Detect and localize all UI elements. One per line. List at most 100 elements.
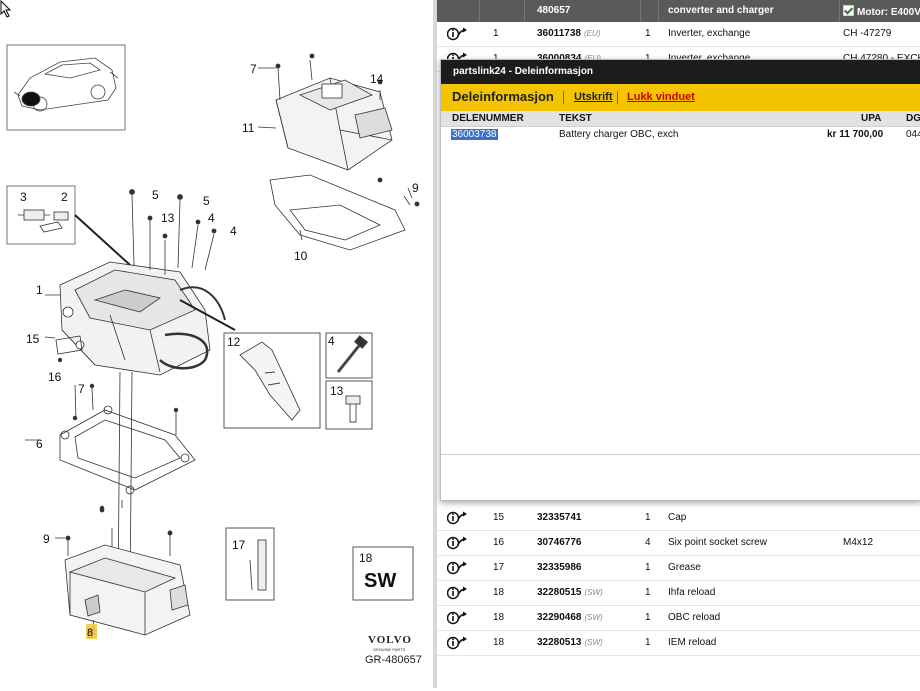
- table-row[interactable]: 16 30746776 4 Six point socket screw M4x…: [437, 531, 920, 556]
- row-description: Cap: [668, 512, 687, 523]
- row-description: Inverter, exchange: [668, 53, 750, 64]
- row-description: Grease: [668, 562, 701, 573]
- table-row[interactable]: 18 32280513(SW) 1 IEM reload: [437, 631, 920, 656]
- popup-toolbar: Deleinformasjon Utskrift Lukk vinduet: [441, 84, 920, 111]
- part-text: Battery charger OBC, exch: [559, 129, 679, 140]
- info-arrow-icon[interactable]: [447, 560, 469, 576]
- mouse-cursor-icon: [0, 0, 12, 18]
- row-part-number[interactable]: 32290468(SW): [537, 612, 603, 623]
- row-description: Six point socket screw: [668, 537, 767, 548]
- row-part-number[interactable]: 36000834(EU): [537, 53, 601, 64]
- diagram-ref: GR-480657: [365, 654, 422, 666]
- popup-titlebar[interactable]: partslink24 - Deleinformasjon: [441, 60, 920, 84]
- car-thumbnail: [6, 44, 126, 131]
- detail-insets-drawing: [223, 332, 414, 601]
- callout-17: 17: [232, 538, 246, 552]
- sw-label: SW: [364, 570, 396, 592]
- row-quantity: 1: [645, 53, 651, 64]
- selected-part-number[interactable]: 36003738: [451, 129, 498, 140]
- row-quantity: 4: [645, 537, 651, 548]
- fuse-inset-drawing: [6, 185, 131, 266]
- row-position: 1: [493, 28, 499, 39]
- gasket-frame-drawing: [59, 371, 196, 601]
- callout-10: 10: [294, 249, 308, 263]
- header-filter[interactable]: Motor: E400V9: [843, 5, 920, 18]
- table-header: 480657 converter and charger Motor: E400…: [437, 0, 920, 22]
- callout-4: 4: [230, 224, 237, 238]
- row-position: 18: [493, 587, 505, 598]
- col-dg: DG: [906, 113, 920, 124]
- highlight-8: [86, 624, 97, 639]
- callout-7: 7: [250, 62, 257, 76]
- row-position: 17: [493, 562, 505, 573]
- popup-table-header: DELENUMMER TEKST UPA DG: [441, 111, 920, 127]
- row-note: CH -47279: [843, 28, 892, 39]
- row-part-number[interactable]: 32335741: [537, 512, 582, 523]
- popup-footer: [441, 454, 920, 500]
- table-row[interactable]: 17 32335986 1 Grease: [437, 556, 920, 581]
- info-arrow-icon[interactable]: [447, 510, 469, 526]
- row-part-number[interactable]: 30746776: [537, 537, 582, 548]
- row-quantity: 1: [645, 612, 651, 623]
- info-arrow-icon[interactable]: [447, 635, 469, 651]
- table-row[interactable]: 18 32280515(SW) 1 Ihfa reload: [437, 581, 920, 606]
- info-arrow-icon[interactable]: [447, 610, 469, 626]
- callout-5: 5: [203, 194, 210, 208]
- header-description: converter and charger: [668, 5, 774, 16]
- row-part-number[interactable]: 32335986: [537, 562, 582, 573]
- callout-9: 9: [43, 532, 50, 546]
- print-link[interactable]: Utskrift: [574, 91, 613, 103]
- row-quantity: 1: [645, 562, 651, 573]
- callout-15: 15: [26, 332, 40, 346]
- splitter[interactable]: [433, 0, 437, 688]
- toolbar-separator: [617, 91, 618, 104]
- row-part-number[interactable]: 32280515(SW): [537, 587, 603, 598]
- volvo-logo: VOLVO: [368, 634, 412, 646]
- callout-18: 18: [359, 551, 373, 565]
- row-part-number[interactable]: 36011738(EU): [537, 28, 601, 39]
- info-arrow-icon[interactable]: [447, 535, 469, 551]
- callout-1: 1: [36, 283, 43, 297]
- row-position: 1: [493, 53, 499, 64]
- header-part-number: 480657: [537, 5, 571, 16]
- callout-4: 4: [328, 334, 335, 348]
- genuine-parts-text: GENUINE PARTS: [373, 647, 406, 652]
- table-row[interactable]: 15 32335741 1 Cap: [437, 506, 920, 531]
- toolbar-separator: [563, 91, 564, 104]
- row-description: IEM reload: [668, 637, 717, 648]
- lower-charger-drawing: [55, 500, 191, 636]
- col-part-number: DELENUMMER: [452, 113, 524, 124]
- checkbox-icon[interactable]: [843, 5, 854, 16]
- info-arrow-icon[interactable]: [447, 26, 469, 42]
- col-text: TEKST: [559, 113, 592, 124]
- row-position: 18: [493, 612, 505, 623]
- row-position: 16: [493, 537, 505, 548]
- row-part-number[interactable]: 32280513(SW): [537, 637, 603, 648]
- col-price: UPA: [861, 113, 882, 124]
- row-note: M4x12: [843, 537, 874, 548]
- exploded-parts-diagram[interactable]: 1 2 3 4 4 4 5 5 6 7 7 8 9 9 10 11 12 13 …: [0, 0, 433, 688]
- popup-heading: Deleinformasjon: [452, 89, 554, 104]
- callout-13: 13: [330, 384, 344, 398]
- callout-12: 12: [227, 335, 241, 349]
- row-quantity: 1: [645, 28, 651, 39]
- callout-16: 16: [48, 370, 62, 384]
- table-row[interactable]: 18 32290468(SW) 1 OBC reload: [437, 606, 920, 631]
- row-note: CH 47280 - EXCH: [843, 53, 920, 64]
- callout-7: 7: [78, 382, 85, 396]
- svg-text:8: 8: [87, 627, 93, 639]
- callout-9: 9: [412, 181, 419, 195]
- row-description: Inverter, exchange: [668, 28, 751, 39]
- callout-13: 13: [161, 211, 175, 225]
- close-window-link[interactable]: Lukk vinduet: [627, 91, 695, 103]
- part-dg: 044: [906, 129, 920, 140]
- callout-4: 4: [208, 211, 215, 225]
- callout-3: 3: [20, 190, 27, 204]
- popup-table-row[interactable]: 36003738 Battery charger OBC, exch kr 11…: [441, 127, 920, 143]
- part-info-popup[interactable]: partslink24 - Deleinformasjon Deleinform…: [440, 59, 920, 501]
- row-description: OBC reload: [668, 612, 721, 623]
- table-row[interactable]: 1 36011738(EU) 1 Inverter, exchange CH -…: [437, 22, 920, 47]
- charger-assembly-drawing: [257, 53, 420, 251]
- info-arrow-icon[interactable]: [447, 585, 469, 601]
- part-price: kr 11 700,00: [827, 129, 884, 140]
